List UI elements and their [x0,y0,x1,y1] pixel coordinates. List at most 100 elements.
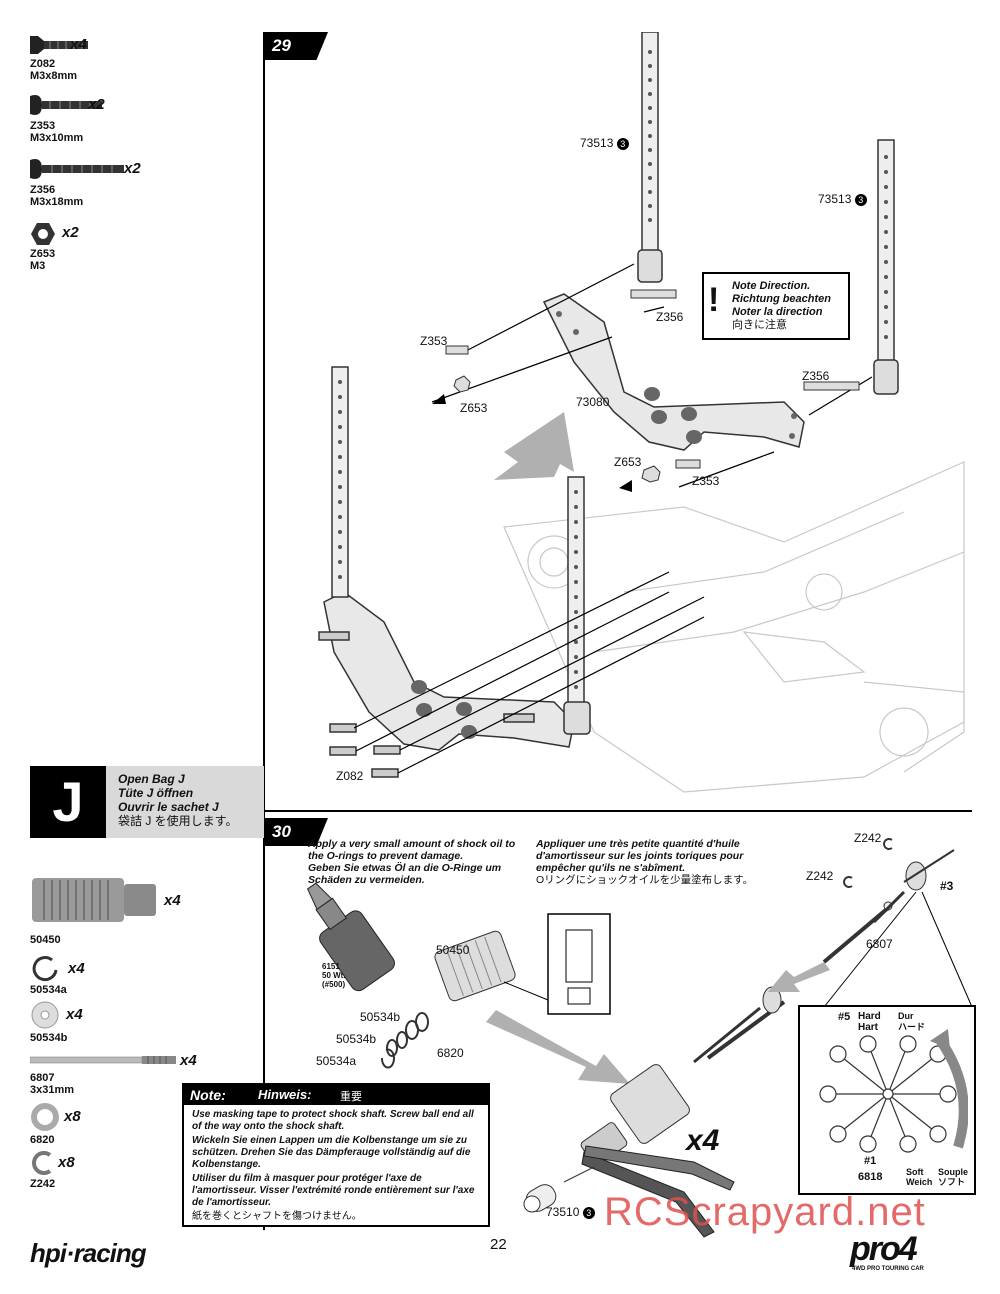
screw-button-icon [30,95,102,115]
bag-line-fr: Ouvrir le sachet J [118,800,219,814]
label-73513-top: 73513 3 [580,136,629,150]
circle-number-badge: 3 [582,1207,595,1219]
oil-code: 6151 [322,962,340,971]
screw-long-icon [30,159,124,179]
piston-hard: Hard Hart [858,1011,881,1033]
note-title-en: Note: [190,1087,226,1103]
note-direction-text: Note Direction. Richtung beachten Noter … [732,280,831,332]
piston-bottom-number: #1 [864,1155,877,1167]
bag-text: Open Bag J Tüte J öffnen Ouvrir le sache… [118,772,237,828]
note-body: Use masking tape to protect shock shaft.… [192,1109,482,1223]
label-73513-right: 73513 3 [818,192,867,206]
oil-bottle-icon [306,882,395,992]
part-qty: x2 [62,224,79,241]
piston-selection-panel: #5 Hard Hart Dur ハード #1 6818 Soft Weich … [798,1005,976,1195]
shock-mount-73080 [542,293,805,451]
part-code: Z082 [30,58,56,70]
part-6807: x4 6807 3x31mm [29,1052,250,1102]
part-code: Z242 [30,1178,56,1190]
part-50534b: x4 50534b [30,1000,250,1046]
part-qty: x2 [88,96,105,113]
note-title-jp: 重要 [340,1091,362,1103]
part-size: M3x10mm [30,132,84,144]
part-qty: x4 [164,892,181,909]
part-qty: x4 [66,1006,83,1023]
circle-number-badge: 3 [616,138,629,150]
gray-arrow [494,412,574,480]
label-73510: 73510 3 [546,1205,595,1219]
bag-letter: J [30,766,106,838]
part-50450: x4 50450 [30,872,250,948]
label-z082: Z082 [336,769,364,783]
instr-fr: Appliquer une très petite quantité d'hui… [536,838,744,874]
label-z242-a: Z242 [854,831,882,845]
piston-top-number: #5 [838,1011,851,1023]
bag-panel: J Open Bag J Tüte J öffnen Ouvrir le sac… [30,766,264,838]
label-text: 73510 [546,1205,580,1219]
screw-countersunk-icon [30,36,88,54]
part-z356: x2 Z356 M3x18mm [30,158,250,222]
piston-dur: Dur [898,1011,914,1021]
label-6820: 6820 [437,1046,464,1060]
note-box: Note: Hinweis: 重要 Use masking tape to pr… [182,1083,490,1227]
instr-jp: Oリングにショックオイルを少量塗布します。 [536,874,754,886]
page-number: 22 [490,1236,507,1253]
part-code: 6820 [30,1134,55,1146]
chassis-outline [503,461,965,793]
part-size: 3x31mm [30,1084,75,1096]
part-code: 50534a [30,984,67,996]
note-line-fr: Noter la direction [732,306,823,318]
note-en: Use masking tape to protect shock shaft.… [192,1109,474,1132]
label-z242-b: Z242 [806,869,834,883]
washer-icon [31,1001,59,1029]
piston-souple: Souple [938,1167,969,1177]
pro4-logo: pro4 [850,1230,918,1268]
part-qty: x2 [124,160,141,177]
note-jp: 紙を巻くとシャフトを傷つけません。 [192,1211,362,1222]
note-de: Wickeln Sie einen Lappen um die Kolbenst… [192,1135,471,1170]
shock-cutaway-inset [547,913,611,1015]
part-code: Z353 [30,120,56,132]
piston-hard-jp: ハード [898,1022,926,1032]
eclip-icon [32,1151,52,1175]
label-50534b-a: 50534b [360,1010,401,1024]
nut-icon [31,223,55,245]
piston-wheel-diagram [819,1029,968,1153]
part-code: 50450 [30,934,61,946]
label-6807: 6807 [866,937,893,951]
step-30-instr-right: Appliquer une très petite quantité d'hui… [536,838,776,886]
label-x4: x4 [686,1124,720,1157]
part-qty: x8 [58,1154,75,1171]
part-50534a: x4 50534a [30,956,250,996]
pro4-logo-sub: 4WD PRO TOURING CAR [852,1266,924,1272]
label-text: 73513 [818,192,852,206]
piston-soft-en: Soft [906,1167,924,1177]
part-qty: x4 [68,960,85,977]
instr-en: Apply a very small amount of shock oil t… [308,838,516,862]
part-code: 6807 [30,1072,55,1084]
circlip-icon [32,956,58,982]
label-z356-a: Z356 [656,310,684,324]
oil-sub: (#500) [322,980,346,989]
step-29-number: 29 [264,32,328,60]
note-direction-box: ! Note Direction. Richtung beachten Note… [702,272,850,340]
label-z653-a: Z653 [460,401,488,415]
piston-hard-fr: Dur ハード [898,1011,925,1033]
label-50450: 50450 [436,943,470,957]
bag-line-de: Tüte J öffnen [118,786,194,800]
bag-line-jp: 袋詰 J を使用します。 [118,814,238,828]
oil-weight: 50 Wt. [322,971,346,980]
oring-icon [31,1103,59,1131]
note-line-en: Note Direction. [732,280,811,292]
label-z356-b: Z356 [802,369,830,383]
part-size: M3x8mm [30,70,78,82]
note-line-de: Richtung beachten [732,293,832,305]
part-qty: x4 [180,1052,197,1069]
label-z353-b: Z353 [692,474,720,488]
piston-soft-fr: Souple ソフト [938,1167,968,1187]
ball-end-73510 [523,1184,557,1213]
piston-hard-en: Hard [858,1011,881,1022]
part-qty: x4 [70,36,87,53]
part-z082: x4 Z082 M3x8mm [30,34,250,86]
part-code: Z653 [30,248,56,260]
